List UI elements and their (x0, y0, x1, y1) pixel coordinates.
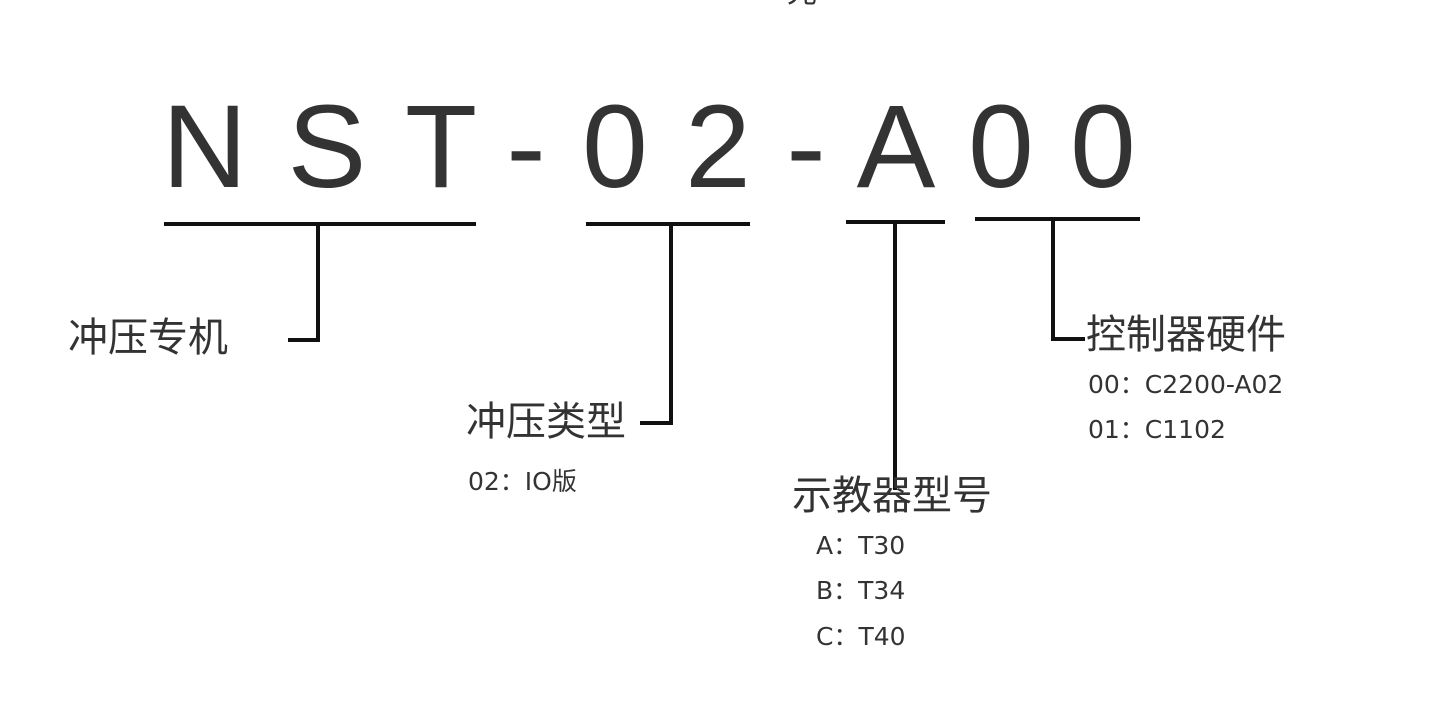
code-char-0: 0 (582, 81, 648, 213)
controller-option-01: 01：C1102 (1088, 415, 1226, 444)
code-char-0b: 0 (968, 81, 1034, 213)
code-char-dash-2: - (786, 81, 826, 213)
bracket-type-tick (640, 421, 673, 425)
code-char-a: A (856, 81, 936, 213)
code-char-0c: 0 (1070, 81, 1136, 213)
bracket-machine-stem (316, 222, 320, 342)
pendant-option-a: A：T30 (816, 531, 906, 560)
controller-option-00: 00：C2200-A02 (1088, 370, 1284, 399)
bracket-type-stem (669, 222, 673, 425)
code-char-2: 2 (685, 81, 751, 213)
bracket-type-underline (586, 222, 750, 226)
bracket-machine-tick (288, 338, 320, 342)
code-char-n: N (162, 81, 248, 213)
pendant-option-c: C：T40 (816, 622, 906, 651)
code-char-dash-1: - (506, 81, 546, 213)
cropped-top-text: 光 (787, 0, 817, 8)
controller-title: 控制器硬件 (1086, 312, 1286, 358)
bracket-controller-underline (975, 217, 1140, 221)
machine-title: 冲压专机 (68, 315, 228, 361)
pendant-option-b: B：T34 (816, 576, 906, 605)
stamp-type-option: 02：IO版 (468, 467, 577, 496)
pendant-title: 示教器型号 (792, 473, 992, 519)
bracket-controller-tick (1051, 337, 1085, 341)
code-char-s: S (287, 81, 367, 213)
bracket-machine-underline (164, 222, 476, 226)
bracket-pendant-stem (893, 220, 897, 490)
code-char-t: T (405, 81, 478, 213)
stamp-type-title: 冲压类型 (466, 399, 626, 445)
bracket-controller-stem (1051, 217, 1055, 341)
